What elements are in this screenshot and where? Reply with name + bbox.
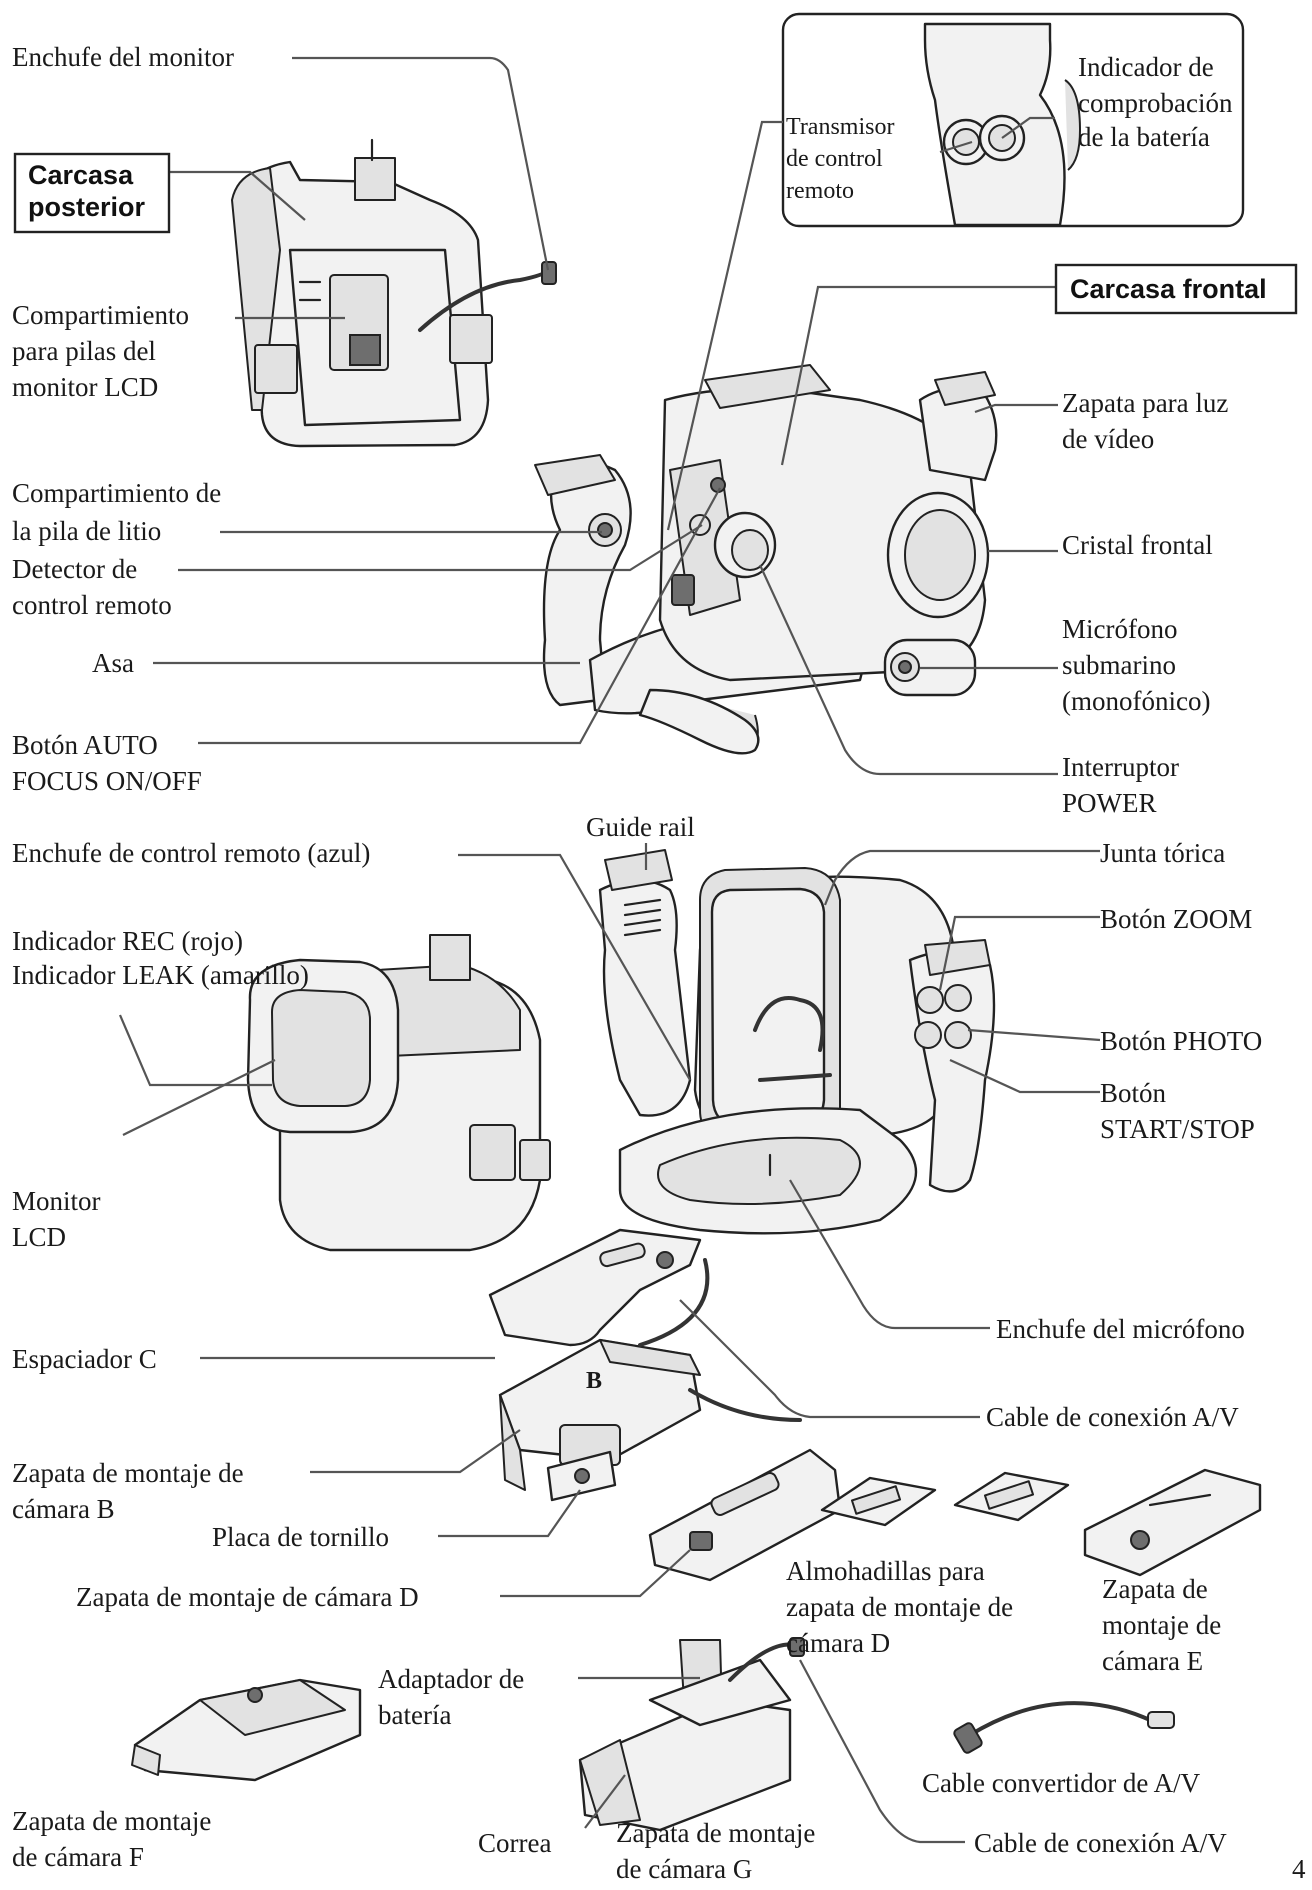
front-housing-open-illustration [598,849,996,1235]
svg-text:B: B [586,1368,602,1394]
label-av-cable-1: Cable de conexión A/V [986,1402,1239,1432]
label-start-stop-button-2: START/STOP [1100,1114,1255,1144]
label-remote-transmitter-2: de control [786,146,883,172]
label-monitor-plug: Enchufe del monitor [12,42,234,72]
front-housing-illustration [534,364,998,755]
label-guide-rail: Guide rail [586,812,695,842]
label-front-glass: Cristal frontal [1062,530,1213,560]
label-autofocus-button-1: Botón AUTO [12,730,158,760]
label-remote-detector-2: control remoto [12,590,172,620]
label-mount-e-1: Zapata de [1102,1574,1208,1604]
av-converter-cable-illustration [953,1701,1175,1754]
label-mount-b-1: Zapata de montaje de [12,1458,244,1488]
label-mount-d: Zapata de montaje de cámara D [76,1582,419,1612]
label-mount-g-1: Zapata de montaje [616,1818,815,1848]
label-video-light-shoe-1: Zapata para luz [1062,388,1228,418]
label-underwater-mic-2: submarino [1062,650,1176,680]
label-battery-check-2: comprobación [1078,88,1233,118]
spacer-c-illustration [488,1228,702,1347]
label-o-ring: Junta tórica [1100,838,1225,868]
label-underwater-mic-3: (monofónico) [1062,686,1210,716]
mount-e-illustration [1083,1468,1262,1577]
label-battery-check-3: de la batería [1078,122,1210,152]
label-handle: Asa [92,648,134,678]
inset-remote-transmitter [781,12,1245,228]
label-av-converter-cable: Cable convertidor de A/V [922,1768,1201,1798]
label-mount-g-2: de cámara G [616,1854,752,1884]
label-remote-detector-1: Detector de [12,554,137,584]
label-zoom-button: Botón ZOOM [1100,904,1252,934]
label-lcd-monitor-1: Monitor [12,1186,101,1216]
label-battery-check-1: Indicador de [1078,52,1214,82]
front-housing-box [1054,263,1298,315]
label-front-housing: Carcasa frontal [1070,274,1267,304]
label-mount-d-pads-3: cámara D [786,1628,890,1658]
label-remote-transmitter-1: Transmisor [786,114,894,140]
label-mount-f-2: de cámara F [12,1842,144,1872]
mount-g-illustration [578,1637,805,1832]
mount-f-illustration [131,1678,362,1782]
label-autofocus-button-2: FOCUS ON/OFF [12,766,202,796]
label-battery-adapter-2: batería [378,1700,451,1730]
label-mount-f-1: Zapata de montaje [12,1806,211,1836]
label-screw-plate: Placa de tornillo [212,1522,389,1552]
label-leak-indicator: Indicador LEAK (amarillo) [12,960,309,990]
label-mount-d-pads-1: Almohadillas para [786,1556,985,1586]
label-lithium-battery-2: la pila de litio [12,516,161,546]
label-mic-plug: Enchufe del micrófono [996,1314,1245,1344]
label-power-switch-1: Interruptor [1062,752,1179,782]
label-lcd-battery-compartment-3: monitor LCD [12,372,158,402]
label-strap: Correa [478,1828,551,1858]
label-remote-transmitter-3: remoto [786,178,854,204]
label-lcd-battery-compartment-2: para pilas del [12,336,156,366]
label-lcd-monitor-2: LCD [12,1222,66,1252]
label-remote-control-plug: Enchufe de control remoto (azul) [12,838,370,868]
label-power-switch-2: POWER [1062,788,1157,818]
label-video-light-shoe-2: de vídeo [1062,424,1154,454]
page-number: 4 [1292,1854,1306,1884]
label-lcd-battery-compartment-1: Compartimiento [12,300,189,330]
label-rear-housing-2: posterior [28,192,146,222]
rear-housing-illustration [231,138,557,448]
label-lithium-battery-1: Compartimiento de [12,478,221,508]
label-av-cable-2: Cable de conexión A/V [974,1828,1227,1858]
label-start-stop-button-1: Botón [1100,1078,1167,1108]
label-battery-adapter-1: Adaptador de [378,1664,524,1694]
rear-housing-box [13,152,171,234]
label-rec-indicator: Indicador REC (rojo) [12,926,243,956]
label-mount-b-2: cámara B [12,1494,115,1524]
label-spacer-c: Espaciador C [12,1344,157,1374]
label-underwater-mic-1: Micrófono [1062,614,1177,644]
screw-plate-illustration [546,1450,617,1502]
rear-housing-lcd-illustration [246,934,551,1252]
label-mount-d-pads-2: zapata de montaje de [786,1592,1013,1622]
label-photo-button: Botón PHOTO [1100,1026,1262,1056]
label-rear-housing-1: Carcasa [28,160,134,190]
leader-lines [118,56,1101,1844]
pads-illustration [820,1471,1070,1527]
label-mount-e-2: montaje de [1102,1610,1221,1640]
label-mount-e-3: cámara E [1102,1646,1203,1676]
